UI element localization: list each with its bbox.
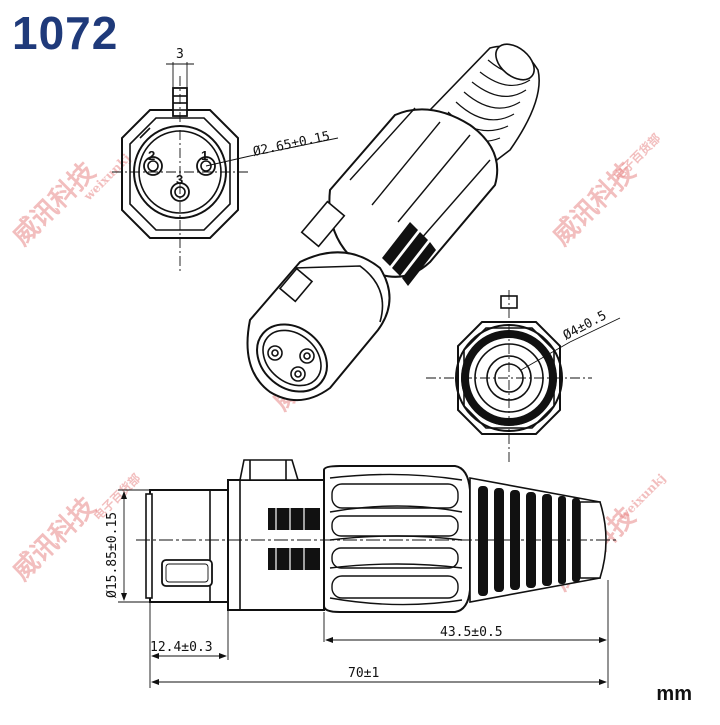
unit-label: mm	[656, 683, 692, 705]
watermark-text: 威讯科技	[6, 156, 101, 251]
isometric-view	[246, 43, 540, 402]
watermark-brand: weixunkj	[615, 471, 668, 524]
dim-boot-length: 43.5±0.5	[440, 625, 503, 640]
dim-rear-hole-diameter: Ø4±0.5	[561, 308, 610, 343]
dim-front-top-width: 3	[176, 47, 184, 62]
rear-view	[426, 290, 621, 462]
dim-front-length: 12.4±0.3	[150, 640, 213, 655]
pin-label-1: 1	[201, 148, 208, 163]
pin-label-2: 2	[148, 148, 155, 163]
side-view-dimensions	[118, 489, 609, 688]
dim-total-length: 70±1	[348, 666, 379, 681]
dim-body-diameter: Ø15.85±0.15	[105, 512, 120, 598]
side-view	[136, 459, 618, 613]
model-number: 1072	[12, 7, 119, 59]
watermark-text: 威讯科技	[6, 491, 101, 586]
dim-pin-diameter: Ø2.65±0.15	[252, 129, 332, 160]
pin-label-3: 3	[176, 172, 183, 187]
front-view	[112, 62, 339, 272]
